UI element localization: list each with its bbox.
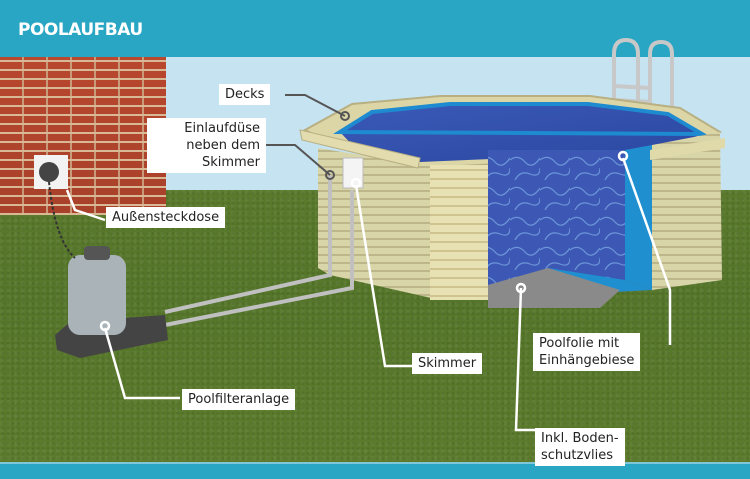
label-poolfolie: Poolfolie mit Einhängebiese [533,333,641,371]
label-decks: Decks [219,84,271,105]
label-aussensteckdose: Außensteckdose [106,207,226,228]
page-title: POOLAUFBAU [18,20,143,40]
header-bar: POOLAUFBAU [0,0,750,57]
label-einlaufduese: Einlaufdüse neben dem Skimmer [147,118,266,173]
sand-filter-tank [68,255,126,335]
label-bodenschutzvlies: Inkl. Boden- schutzvlies [535,428,625,466]
label-poolfilteranlage: Poolfilteranlage [182,389,296,410]
power-cable [48,181,76,259]
brick-wall [0,57,166,215]
pipes [164,175,354,327]
footer-bar [0,462,750,479]
filter-valve [84,246,110,260]
label-skimmer: Skimmer [412,353,483,374]
